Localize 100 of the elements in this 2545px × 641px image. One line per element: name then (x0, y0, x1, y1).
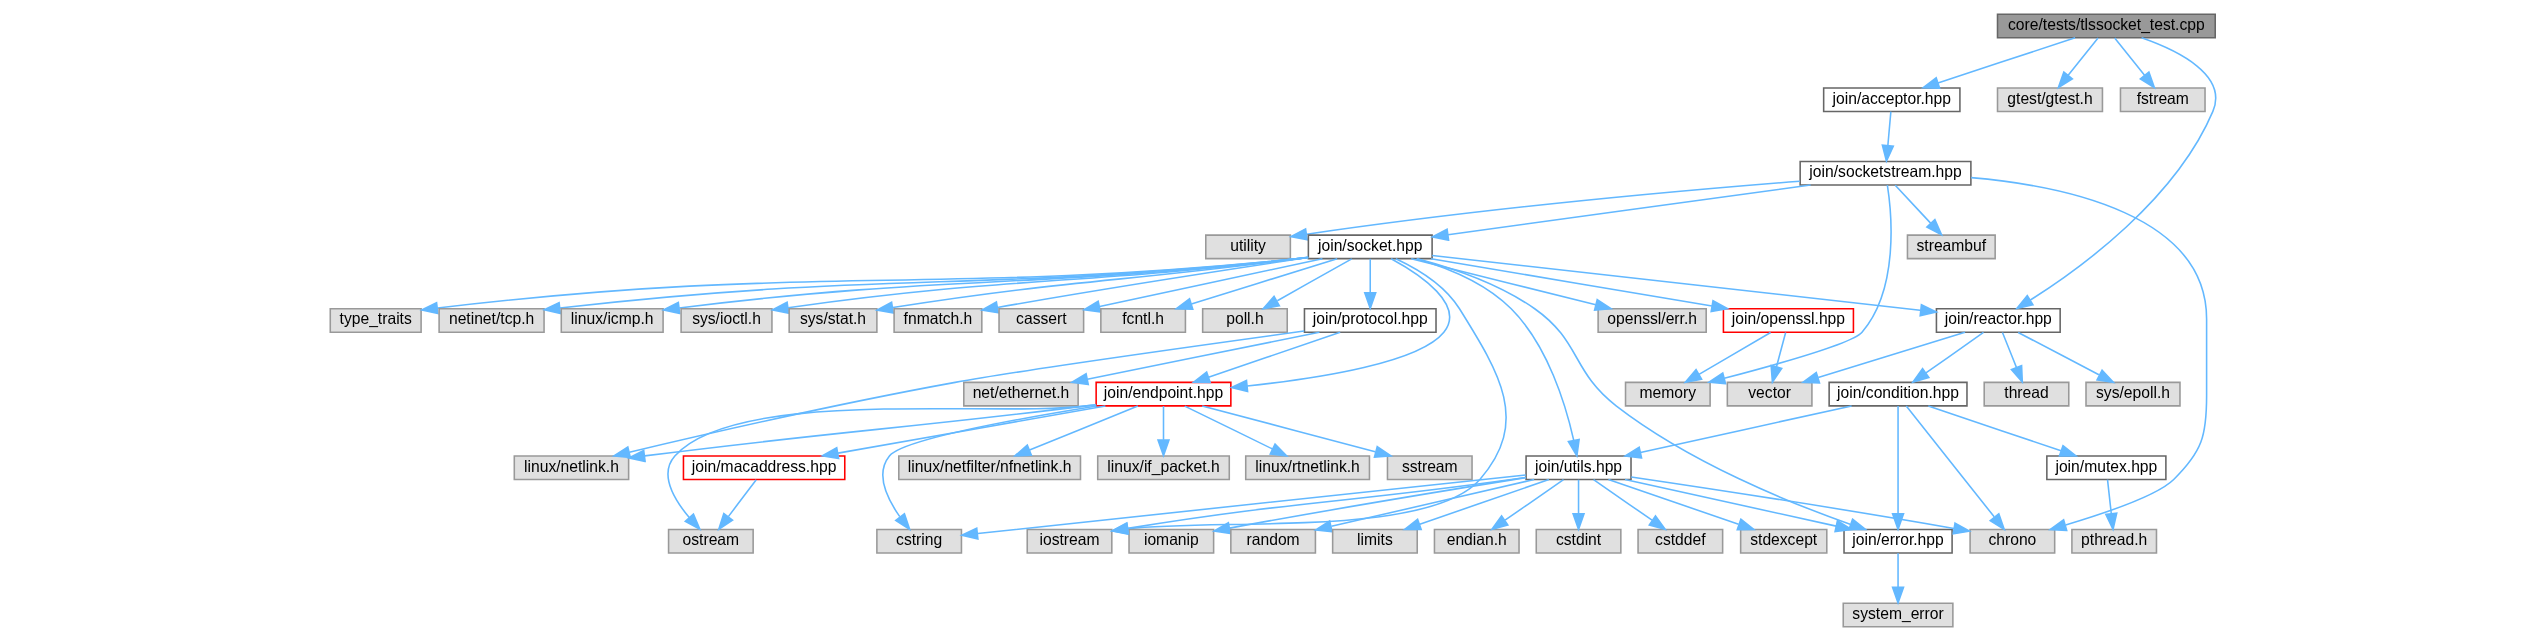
arrow (958, 474, 1526, 540)
arrow (769, 256, 1309, 315)
arrow (1069, 331, 1320, 386)
node-box: system_error (1841, 602, 1954, 628)
arrow (1890, 552, 1905, 606)
arrow (1706, 184, 1892, 385)
node-box: sys/ioctl.h (679, 307, 773, 334)
node-box: join/socket.hpp (1307, 234, 1433, 260)
arrow (1622, 405, 1852, 459)
node-box: memory (1624, 381, 1711, 407)
node-box: fcntl.h (1099, 307, 1186, 334)
node-box: net/ethernet.h (962, 381, 1079, 407)
arrow (874, 256, 1309, 314)
arrow (1183, 405, 1289, 457)
arrow (611, 330, 1305, 459)
node-box: linux/rtnetlink.h (1244, 455, 1370, 481)
node-box: linux/if_packet.h (1096, 455, 1230, 481)
arrow (979, 256, 1309, 314)
node-box: linux/netlink.h (513, 455, 629, 481)
arrow (1260, 258, 1353, 310)
arrow (1969, 176, 2207, 532)
node-box: sstream (1386, 455, 1473, 481)
arrow (1769, 331, 1786, 385)
node-box: join/acceptor.hpp (1822, 87, 1961, 113)
node-box: netinet/tcp.h (437, 307, 545, 334)
node-box: random (1229, 528, 1316, 554)
arrow (1156, 405, 1170, 459)
arrow (1920, 37, 2076, 89)
node-box: join/mutex.hpp (2045, 455, 2167, 481)
arrow (660, 256, 1309, 315)
arrow (1905, 405, 2006, 532)
arrow (1629, 476, 1972, 535)
node-box: join/condition.hpp (1827, 381, 1968, 407)
node-box: join/macaddress.hpp (682, 455, 846, 481)
arrow (1200, 405, 1393, 459)
arrow (1081, 257, 1323, 313)
node-box: sys/epoll.h (2084, 381, 2181, 407)
arrow (2056, 37, 2099, 90)
arrow (819, 405, 1106, 460)
arrow (1312, 478, 1535, 533)
node-box: pthread.h (2070, 528, 2157, 554)
arrow (1173, 257, 1338, 311)
node-box: limits (1331, 528, 1418, 554)
arrow (1401, 478, 1550, 531)
arrow (1489, 478, 1564, 531)
arrow (1363, 258, 1377, 311)
node-box: join/reactor.hpp (1935, 307, 2061, 334)
arrow (1592, 478, 1667, 531)
node-box: openssl/err.h (1596, 307, 1707, 334)
arrow (1416, 257, 1868, 531)
node-box: sys/stat.h (787, 307, 878, 334)
arrow (2014, 37, 2216, 310)
node-box: gtest/gtest.h (1996, 87, 2103, 113)
node-box: poll.h (1201, 307, 1288, 334)
node-box: cstddef (1636, 528, 1723, 554)
arrow (1800, 331, 1966, 384)
arrow (2113, 37, 2156, 90)
arrow (1910, 331, 1984, 384)
node-box: cassert (997, 307, 1084, 334)
arrow (1430, 254, 1939, 317)
arrow (1228, 258, 1450, 393)
node-box: vector (1726, 381, 1813, 407)
arrow (2016, 331, 2116, 384)
arrow (1682, 331, 1771, 384)
node-box: linux/icmp.h (560, 307, 664, 334)
arrow (1429, 184, 1811, 242)
arrow (1623, 478, 1854, 533)
node-box: join/utils.hpp (1524, 455, 1632, 481)
node-box: cstring (875, 528, 962, 554)
arrow (1607, 478, 1756, 531)
node-box: fnmatch.h (892, 307, 983, 334)
node-box: cstdint (1534, 528, 1622, 554)
node-box: join/openssl.hpp (1722, 307, 1854, 334)
arrow (1571, 478, 1585, 532)
arrow (666, 403, 1097, 532)
arrow (716, 478, 757, 532)
node-box: join/error.hpp (1842, 528, 1953, 554)
node-box: streambuf (1906, 234, 1996, 260)
node-box: join/socketstream.hpp (1798, 160, 1972, 186)
node-box: thread (1982, 381, 2070, 407)
arrow (2104, 478, 2118, 532)
node-box: linux/netfilter/nfnetlink.h (897, 455, 1081, 481)
node-box: stdexcept (1739, 528, 1828, 554)
arrow (1211, 476, 1527, 535)
node-box: utility (1204, 234, 1291, 260)
node-box: join/endpoint.hpp (1094, 381, 1232, 407)
arrow (1409, 257, 1613, 312)
node-box: type_traits (328, 307, 422, 334)
arrow (1880, 110, 1894, 164)
arrow (2001, 331, 2023, 385)
arrow (1012, 405, 1139, 457)
arrow (1927, 405, 2078, 457)
arrow (881, 405, 1097, 532)
arrow (1288, 180, 1801, 241)
node-box: iomanip (1127, 528, 1214, 554)
node-box: chrono (1968, 528, 2055, 554)
node-box: core/tests/tlssocket_test.cpp (1996, 13, 2216, 39)
arrow (1429, 257, 1730, 313)
node-box: ostream (667, 528, 754, 554)
node-box: join/protocol.hpp (1303, 307, 1437, 334)
